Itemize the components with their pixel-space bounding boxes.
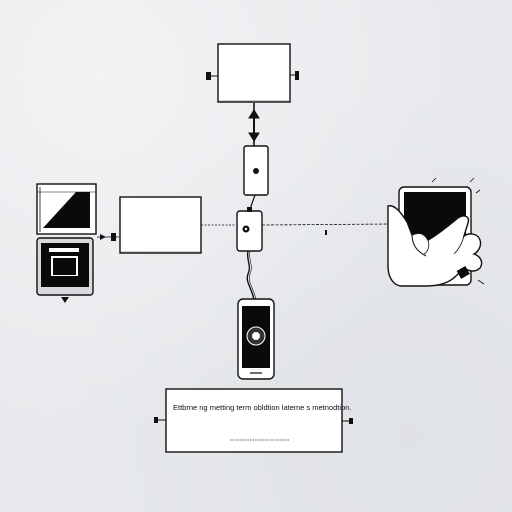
- middle-left-box: [119, 196, 202, 254]
- phone-icon: [237, 298, 275, 380]
- hub-device: [236, 210, 263, 252]
- connector-icon: [154, 417, 166, 423]
- caption-node: Ettbrne ng metting term obldtion lateme …: [154, 388, 353, 453]
- connector-icon: [290, 71, 299, 80]
- caption-text: Ettbrne ng metting term obldtion lateme …: [173, 403, 351, 412]
- connector-icon: [342, 418, 353, 424]
- small-device-node: [243, 145, 269, 196]
- top-node: [206, 43, 299, 103]
- connector-icon: [100, 233, 116, 241]
- monitor-icon: [36, 183, 97, 235]
- tablet-icon: [36, 237, 94, 296]
- top-box: [217, 43, 291, 103]
- arrow-icon: [248, 109, 260, 142]
- hand-holding-tablet-icon: [387, 177, 485, 287]
- connector-hub-phone: [246, 250, 255, 301]
- caption-box: [165, 388, 343, 453]
- middle-left-node: [119, 196, 202, 254]
- central-hub: [236, 207, 263, 252]
- connector-icon: [206, 72, 218, 80]
- connector-hub-right: [261, 223, 393, 226]
- arrow-icon: [61, 297, 69, 303]
